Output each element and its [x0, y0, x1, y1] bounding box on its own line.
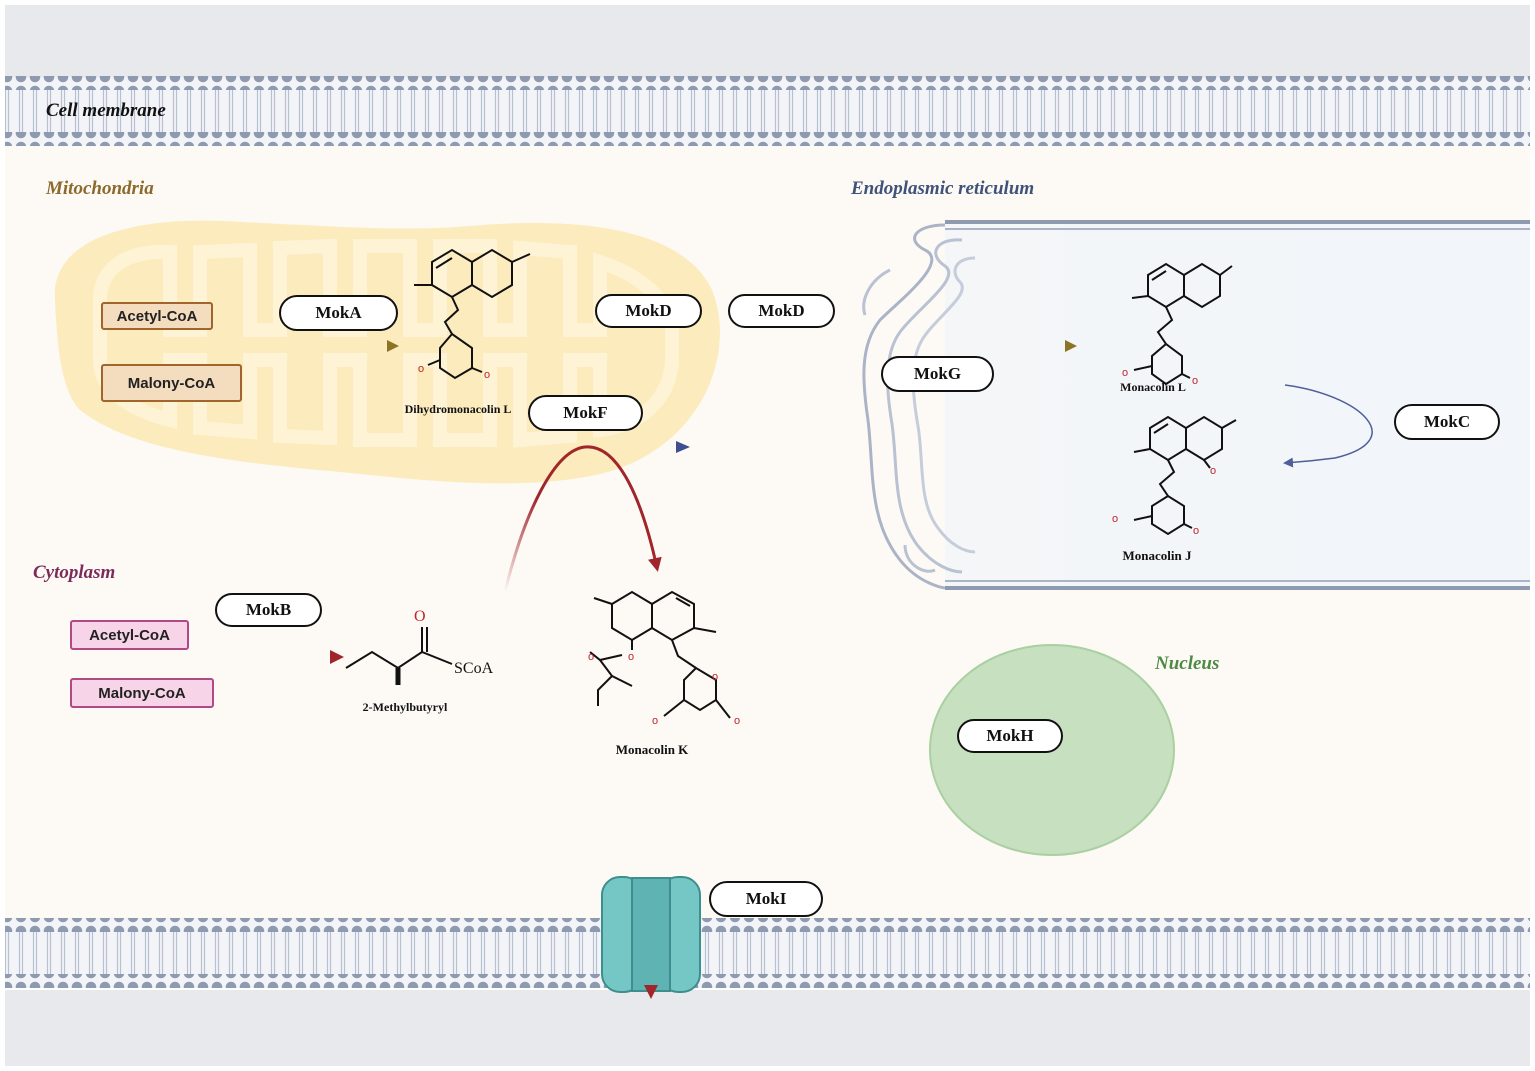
- monacolin-k-ring-o-glyph: o: [712, 671, 718, 683]
- monacolin-l-oxo-glyph: o: [1192, 375, 1198, 387]
- cyto-acetyl-coa-box: Acetyl-CoA: [70, 620, 189, 650]
- carbonyl-oxygen-label: O: [414, 608, 426, 625]
- cytoplasm-label: Cytoplasm: [33, 562, 116, 583]
- monacolin-j-hydroxyl-glyph: o: [1210, 465, 1216, 477]
- arrow-to-monacolin-k: [503, 445, 662, 593]
- monacolin-l-hydroxyl-glyph: o: [1122, 367, 1128, 379]
- mitochondrion: [54, 220, 720, 484]
- monacolin-k-oxo-glyph: o: [734, 715, 740, 727]
- enzyme-mokg: MokG: [881, 356, 994, 392]
- cell-membrane-label: Cell membrane: [46, 100, 166, 121]
- enzyme-mokc: MokC: [1394, 404, 1500, 440]
- monacolin-k-carbonyl-o-glyph: o: [588, 651, 594, 663]
- monacolin-j-structure: [1133, 415, 1237, 536]
- dihydromonacolin-l-label: Dihydromonacolin L: [404, 402, 512, 416]
- enzyme-moka: MokA: [279, 295, 398, 331]
- monacolin-l-structure: [1131, 262, 1233, 386]
- endoplasmic-reticulum-label: Endoplasmic reticulum: [851, 178, 1035, 199]
- monacolin-j-hydroxyl2-glyph: o: [1112, 513, 1118, 525]
- dihydro-oxo-glyph: o: [484, 369, 490, 381]
- enzyme-mokf: MokF: [528, 395, 643, 431]
- cyto-malony-coa-box: Malony-CoA: [70, 678, 214, 708]
- mito-malony-coa-box: Malony-CoA: [101, 364, 242, 402]
- monacolin-k-label: Monacolin K: [615, 742, 689, 757]
- monacolin-j-oxo-glyph: o: [1193, 525, 1199, 537]
- monacolin-j-label: Monacolin J: [1122, 548, 1192, 563]
- mitochondria-label: Mitochondria: [46, 178, 154, 199]
- dihydro-hydroxyl-glyph: o: [418, 363, 424, 375]
- arrow-monacolin-l-to-j: [1283, 384, 1373, 468]
- nucleus-label: Nucleus: [1155, 653, 1220, 674]
- monacolin-k-structure: [589, 590, 731, 719]
- enzyme-mokd-1: MokD: [595, 294, 702, 328]
- enzyme-mokb: MokB: [215, 593, 322, 627]
- enzyme-moki: MokI: [709, 881, 823, 917]
- enzyme-mokd-2: MokD: [728, 294, 835, 328]
- monacolin-k-ester-o-glyph: o: [628, 651, 634, 663]
- bottom-membrane: [5, 918, 1530, 988]
- monacolin-k-hydroxyl-glyph: o: [652, 715, 658, 727]
- dihydromonacolin-l-structure: [414, 248, 531, 380]
- methylbutyryl-label: 2-Methylbutyryl: [362, 700, 448, 714]
- mito-acetyl-coa-box: Acetyl-CoA: [101, 302, 213, 330]
- monacolin-l-label: Monacolin L: [1120, 380, 1186, 394]
- enzyme-mokh: MokH: [957, 719, 1063, 753]
- methylbutyryl-structure: [345, 627, 453, 685]
- top-membrane: [5, 76, 1530, 146]
- scoa-label: SCoA: [454, 660, 494, 677]
